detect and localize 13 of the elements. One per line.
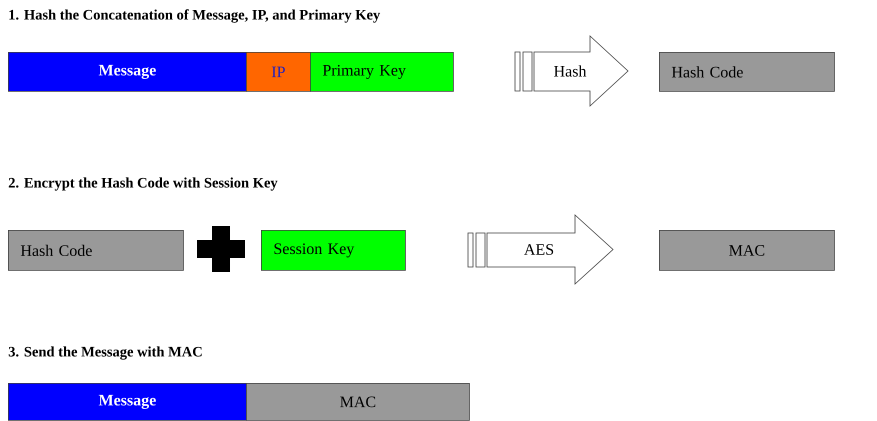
- labeled-box: Primary Key: [310, 52, 454, 92]
- plus-sign: [197, 226, 245, 272]
- labeled-box: Message: [8, 383, 247, 421]
- labeled-box: MAC: [246, 383, 470, 421]
- labeled-box: Session Key: [261, 230, 406, 271]
- section-heading: 2. Encrypt the Hash Code with Session Key: [8, 177, 278, 191]
- labeled-box: Hash Code: [8, 230, 184, 271]
- labeled-box: Hash Code: [659, 52, 835, 92]
- section-heading: 3. Send the Message with MAC: [8, 346, 202, 360]
- section-heading: 1. Hash the Concatenation of Message, IP, and Primary Key: [9, 9, 380, 23]
- labeled-box: Message: [8, 52, 247, 92]
- labeled-box: IP: [246, 52, 311, 92]
- labeled-box: MAC: [659, 230, 835, 271]
